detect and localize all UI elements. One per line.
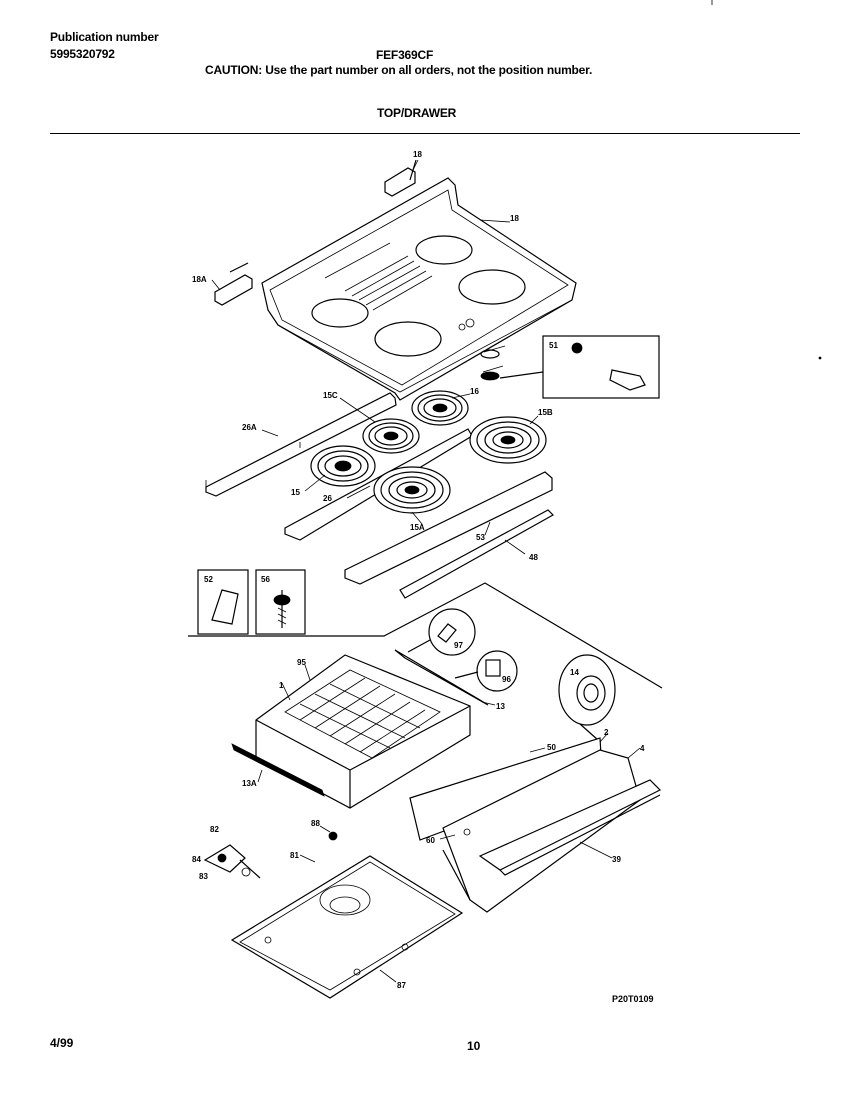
callout-13: 13: [496, 702, 505, 711]
callout-bubble-96: [454, 650, 518, 692]
model-number: FEF369CF: [376, 48, 434, 62]
callout-15C: 15C: [323, 391, 338, 400]
callout-53: 53: [476, 533, 485, 542]
inset-part-56: [255, 569, 306, 635]
callout-26A: 26A: [242, 423, 257, 432]
callout-50: 50: [547, 743, 556, 752]
callout-bubble-97: [407, 608, 476, 656]
callout-1: 1: [279, 681, 284, 690]
callout-48: 48: [529, 553, 538, 562]
bracket-part-18: [384, 159, 417, 197]
callout-18A: 18A: [192, 275, 207, 284]
callout-4: 4: [640, 744, 645, 753]
section-title: TOP/DRAWER: [377, 106, 457, 120]
header-divider: [50, 133, 800, 134]
element-15: [310, 445, 376, 487]
callout-87: 87: [397, 981, 406, 990]
element-support-rail-26A: [205, 392, 397, 497]
hinge-cluster: [203, 831, 338, 879]
callout-labels: 18 18 18A 16 51 15C 15B 26A 15 26 15A 53…: [192, 150, 645, 990]
callout-60: 60: [426, 836, 435, 845]
callout-39: 39: [612, 855, 621, 864]
callout-18-top: 18: [413, 150, 422, 159]
callout-56: 56: [261, 575, 270, 584]
callout-26: 26: [323, 494, 332, 503]
callout-51: 51: [549, 341, 558, 350]
callout-bubble-14: [558, 654, 616, 741]
publication-number: 5995320792: [50, 47, 115, 61]
drawer-slide-13A: [231, 743, 325, 797]
element-16: [411, 390, 469, 426]
element-15C: [362, 418, 420, 454]
bracket-part-18A: [214, 262, 253, 306]
callout-15: 15: [291, 488, 300, 497]
surface-elements: [310, 390, 547, 514]
callout-81: 81: [290, 851, 299, 860]
drawer-slide-13: [394, 649, 489, 706]
callout-88: 88: [311, 819, 320, 828]
caution-note: CAUTION: Use the part number on all orde…: [205, 63, 593, 77]
callout-2: 2: [604, 728, 609, 737]
inset-part-51: [480, 335, 660, 399]
callout-96: 96: [502, 675, 511, 684]
callout-83: 83: [199, 872, 208, 881]
trim-strip-48: [399, 509, 554, 599]
element-15A: [373, 466, 451, 514]
element-support-rail-53: [344, 471, 553, 585]
element-15B: [469, 416, 547, 464]
callout-82: 82: [210, 825, 219, 834]
callout-13A: 13A: [242, 779, 257, 788]
callout-52: 52: [204, 575, 213, 584]
callout-97: 97: [454, 641, 463, 650]
drawer-bottom-panel-87: [230, 855, 464, 999]
page-number: 10: [467, 1039, 481, 1053]
callout-15B: 15B: [538, 408, 553, 417]
callout-16: 16: [470, 387, 479, 396]
callout-15A: 15A: [410, 523, 425, 532]
publication-label: Publication number: [50, 30, 159, 44]
drawer-front-panel: [409, 737, 662, 913]
footer-date: 4/99: [50, 1036, 74, 1050]
cooktop-assembly: [261, 177, 577, 401]
callout-14: 14: [570, 668, 579, 677]
callout-84: 84: [192, 855, 201, 864]
drawer-box-part-1: [255, 654, 471, 809]
leader-lines: [211, 159, 641, 983]
callout-95: 95: [297, 658, 306, 667]
figure-code: P20T0109: [612, 994, 654, 1004]
callout-18: 18: [510, 214, 519, 223]
inset-part-52: [197, 569, 249, 635]
